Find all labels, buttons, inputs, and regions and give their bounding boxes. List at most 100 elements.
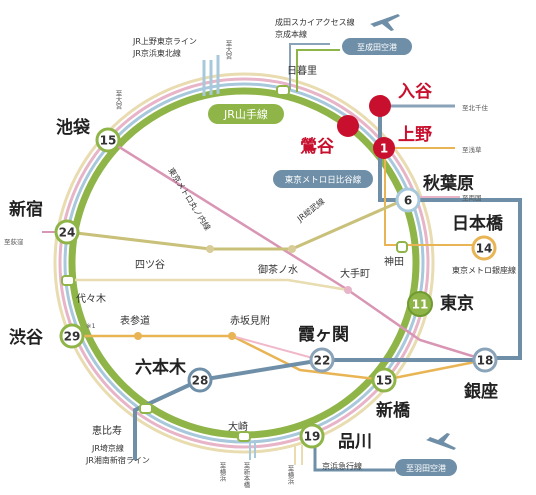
south-trunk-2 <box>294 445 303 465</box>
ueno-marker: 1 <box>373 137 395 159</box>
keisei-line <box>289 43 330 90</box>
yoyogi-label: 代々木 <box>76 293 106 305</box>
shinagawa-time: 19 <box>304 430 321 444</box>
nihonbashi-time: 14 <box>476 242 493 256</box>
yokohama-direction-2: 至横浜 <box>286 465 294 486</box>
shimbashi-label: 新橋 <box>376 400 411 421</box>
shinagawa-label: 品川 <box>338 432 372 452</box>
ueno-time: 1 <box>380 142 388 156</box>
ebisu-dot <box>139 403 153 414</box>
kanda-dot <box>396 241 408 253</box>
kasumigaseki-label: 霞ヶ関 <box>298 325 349 345</box>
keisei-main-label: 京成本線 <box>275 29 307 39</box>
ikebukuro-marker: 15 <box>95 127 121 153</box>
yamanote-ring <box>68 87 420 439</box>
nihonbashi-label: 日本橋 <box>452 213 504 234</box>
tokyo-marker: 11 <box>407 291 433 317</box>
ikebukuro-label: 池袋 <box>56 117 91 138</box>
yamanote-label-text: JR山手線 <box>223 107 268 121</box>
yokohama-direction-1: 至横浜 <box>218 462 226 483</box>
kasumigaseki-marker: 22 <box>309 347 335 373</box>
iriya-marker <box>369 95 391 117</box>
ryogoku-direction: 至両国 <box>462 194 482 202</box>
south-trunk <box>249 440 256 460</box>
ginza-time: 18 <box>477 354 494 368</box>
tokyo-time: 11 <box>412 298 429 312</box>
kita-senju-direction: 至北千住 <box>462 103 489 112</box>
ginza-line-east <box>384 148 484 246</box>
nippori-label: 日暮里 <box>287 64 317 77</box>
uguisudani-label: 鶯谷 <box>300 136 335 157</box>
haneda-airport-text: 至羽田空港 <box>406 463 446 473</box>
narita-airport-text: 至成田空港 <box>357 42 397 52</box>
omiya-direction: 至大宮 <box>224 40 232 61</box>
uguisudani-marker <box>337 115 359 137</box>
otemachi-dot <box>344 286 352 294</box>
hibiya-line <box>378 106 522 360</box>
osaki-dot <box>237 431 251 442</box>
shibuya-label: 渋谷 <box>9 327 44 348</box>
narita-airport-label: 至成田空港 <box>342 38 412 55</box>
shibuya-marker: 29 <box>59 323 85 349</box>
keisei-line-2 <box>296 49 340 92</box>
ikebukuro-time: 15 <box>100 134 117 148</box>
yotsuya-dot <box>206 245 214 253</box>
kasumigaseki-time: 22 <box>314 354 331 368</box>
yamanote-label: JR山手線 <box>208 104 284 124</box>
keikyu-line <box>313 440 395 472</box>
marunouchi-label: 東京メトロ丸ノ内線 <box>166 166 213 232</box>
ebisu-label: 恵比寿 <box>92 424 122 437</box>
kanda-label: 神田 <box>384 255 404 268</box>
marunouchi-line <box>107 138 486 362</box>
ochanomizu-label: 御茶ノ水 <box>258 263 298 276</box>
ogikubo-direction: 至荻窪 <box>4 237 24 246</box>
narita-access-label: 成田スカイアクセス線 <box>275 17 355 27</box>
akasaka-link <box>231 335 321 361</box>
pink-ring <box>58 77 430 449</box>
keihin-tohoku-label: JR京浜東北線 <box>132 48 181 58</box>
akihabara-label: 秋葉原 <box>423 173 474 194</box>
omiya-direction-2: 至大宮 <box>114 90 122 111</box>
akihabara-marker: 6 <box>395 187 421 213</box>
hibiya-label-text: 東京メトロ日比谷線 <box>285 175 362 186</box>
footnote-mark: ※1 <box>86 322 96 330</box>
keikyu-label: 京浜急行線 <box>322 461 362 471</box>
shibuya-time: 29 <box>64 330 81 344</box>
akasaka-mitsuke-label: 赤坂見附 <box>230 314 270 327</box>
shin-yokohama-direction: 至新本橋 <box>242 462 250 490</box>
tokyo-label: 東京 <box>440 293 474 314</box>
shimbashi-time: 15 <box>376 374 393 388</box>
akihabara-time: 6 <box>404 194 412 208</box>
ueno-tokyo-label: JR上野東京ライン <box>132 36 197 46</box>
sobu-label: JR総武線 <box>294 196 326 224</box>
chuo-inner-line <box>68 278 349 292</box>
airplane-icon-narita <box>370 14 400 31</box>
otemachi-label: 大手町 <box>340 267 370 280</box>
roppongi-label: 六本木 <box>135 357 187 378</box>
akasaka-dot <box>228 332 236 340</box>
roppongi-time: 28 <box>192 374 209 388</box>
shinjuku-marker: 24 <box>54 219 80 245</box>
yoyogi-dot <box>61 275 75 286</box>
shinagawa-marker: 19 <box>299 423 325 449</box>
omotesando-label: 表参道 <box>120 314 150 327</box>
ginza-marker: 18 <box>472 347 498 373</box>
sobu-line <box>67 196 409 251</box>
shinjuku-time: 24 <box>59 226 76 240</box>
ginza-line <box>72 334 486 382</box>
shinjuku-label: 新宿 <box>9 199 43 220</box>
nippori-dot <box>276 85 290 96</box>
cream-ring <box>53 72 435 454</box>
osaki-label: 大崎 <box>228 420 248 433</box>
nihonbashi-marker: 14 <box>471 235 497 261</box>
haneda-airport-label: 至羽田空港 <box>395 459 457 476</box>
omotesando-dot <box>134 332 142 340</box>
asakusa-direction: 至浅草 <box>462 145 482 154</box>
yotsuya-label: 四ツ谷 <box>135 259 165 271</box>
ginza-label: 銀座 <box>464 381 498 402</box>
saikyo-label: JR埼京線 <box>91 443 124 453</box>
shimbashi-marker: 15 <box>371 367 397 393</box>
north-trunk-lines <box>202 55 220 96</box>
